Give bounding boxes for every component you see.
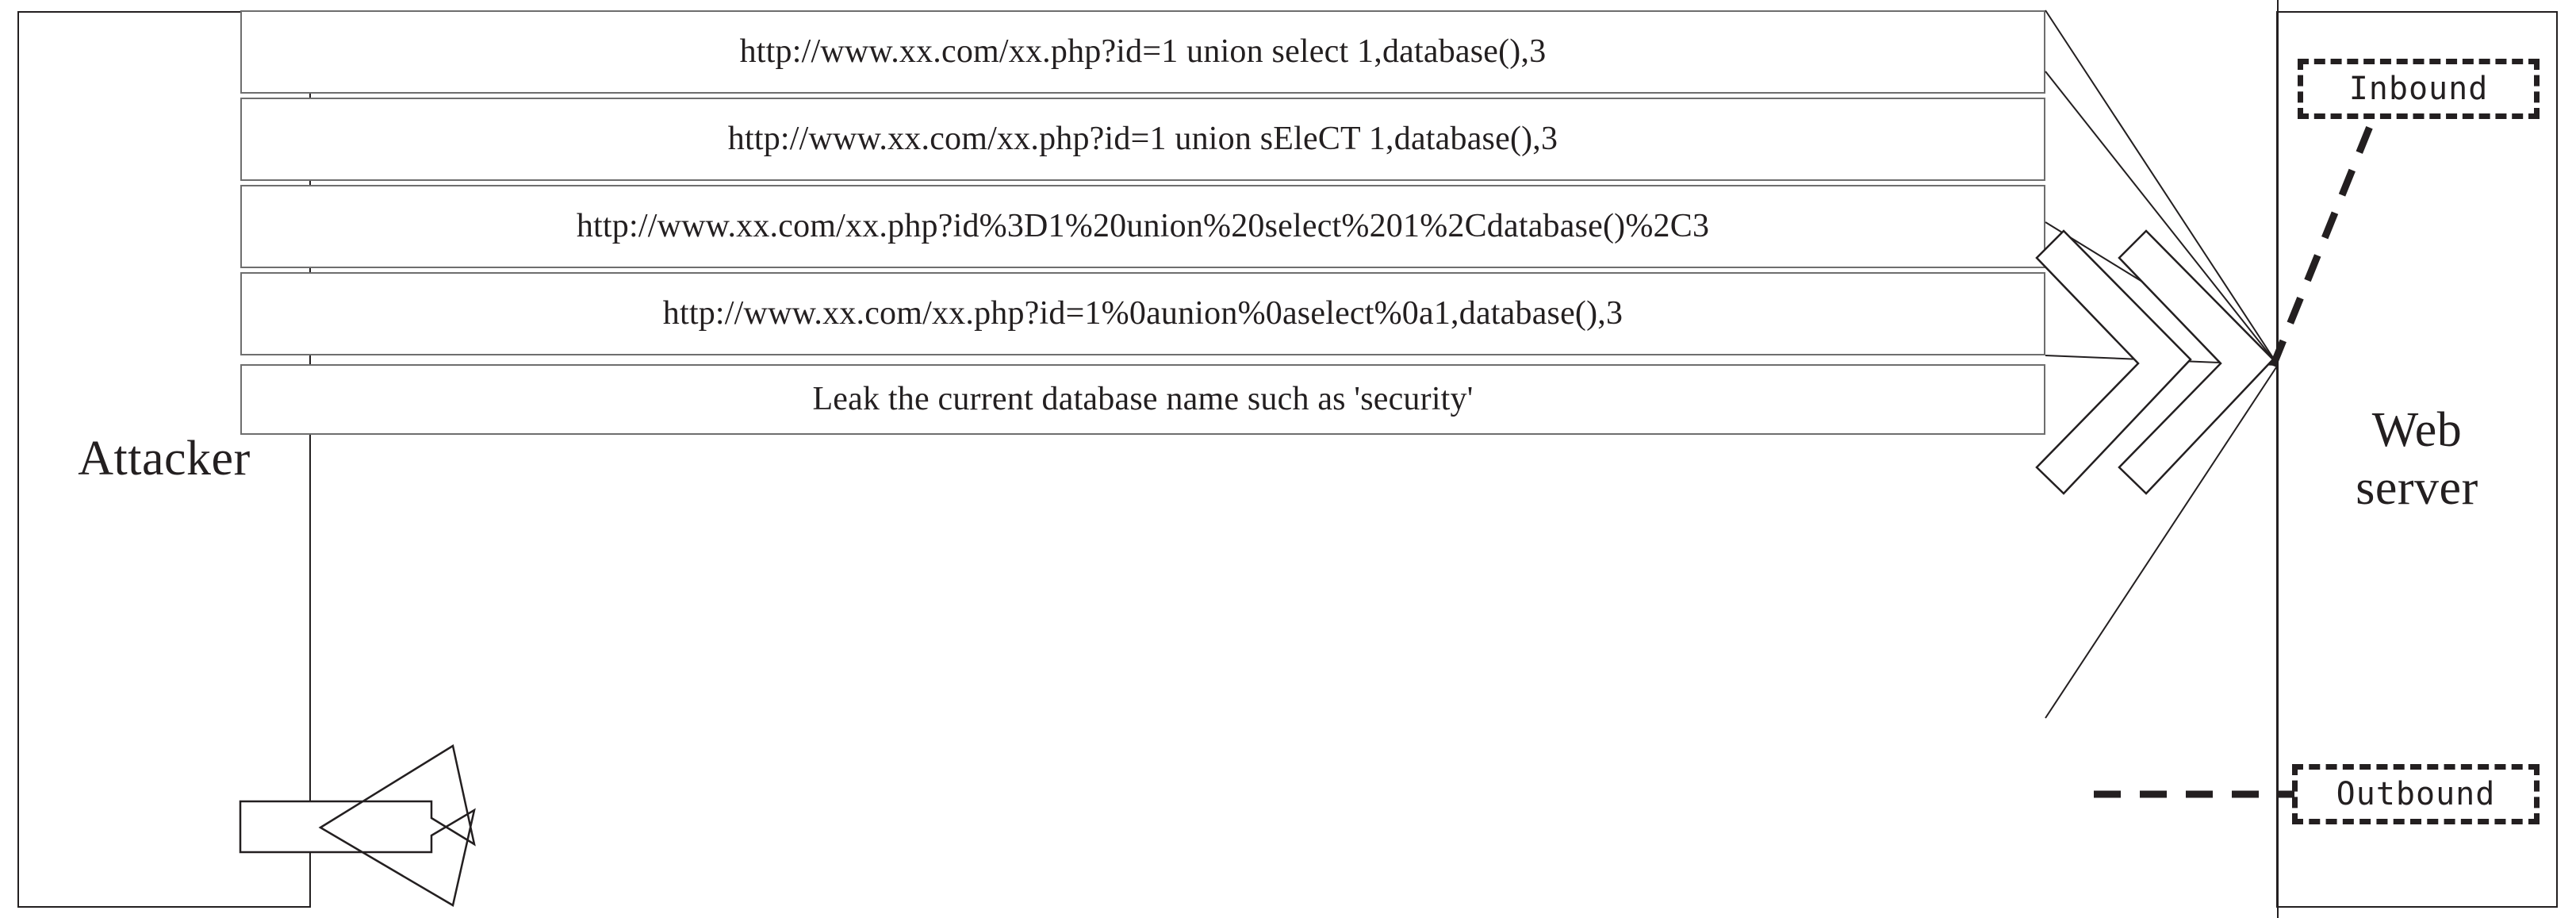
funnel-line-bottom xyxy=(2045,364,2279,719)
request-message-4[interactable]: http://www.xx.com/xx.php?id=1%0aunion%0a… xyxy=(240,272,2045,355)
inbound-zone-label: Inbound xyxy=(2348,71,2489,107)
request-message-1-text: http://www.xx.com/xx.php?id=1 union sele… xyxy=(739,33,1547,71)
response-message-text: Leak the current database name such as '… xyxy=(812,381,1474,418)
web-server-node[interactable]: Web server xyxy=(2276,11,2558,908)
funnel-line-2 xyxy=(2045,71,2279,366)
request-message-2[interactable]: http://www.xx.com/xx.php?id=1 union sEle… xyxy=(240,98,2045,181)
response-message[interactable]: Leak the current database name such as '… xyxy=(240,364,2045,435)
attacker-label: Attacker xyxy=(78,432,251,486)
outbound-zone-label: Outbound xyxy=(2336,776,2496,812)
request-message-3-text: http://www.xx.com/xx.php?id%3D1%20union%… xyxy=(576,208,1710,245)
request-message-3[interactable]: http://www.xx.com/xx.php?id%3D1%20union%… xyxy=(240,185,2045,268)
funnel-line-4 xyxy=(2045,355,2279,366)
request-message-2-text: http://www.xx.com/xx.php?id=1 union sEle… xyxy=(727,121,1558,158)
inbound-chevron-arrow-back xyxy=(2035,229,2192,495)
web-server-label-line1: Web xyxy=(2371,402,2463,457)
inbound-zone[interactable]: Inbound xyxy=(2298,59,2540,119)
web-server-label-line2: server xyxy=(2356,461,2478,515)
request-message-4-text: http://www.xx.com/xx.php?id=1%0aunion%0a… xyxy=(662,295,1623,332)
web-server-label: Web server xyxy=(2356,401,2478,517)
outbound-zone[interactable]: Outbound xyxy=(2292,764,2540,824)
funnel-line-top xyxy=(2045,10,2279,366)
funnel-line-3 xyxy=(2045,221,2279,366)
request-message-1[interactable]: http://www.xx.com/xx.php?id=1 union sele… xyxy=(240,10,2045,94)
inbound-chevron-arrow-front xyxy=(2118,229,2275,495)
